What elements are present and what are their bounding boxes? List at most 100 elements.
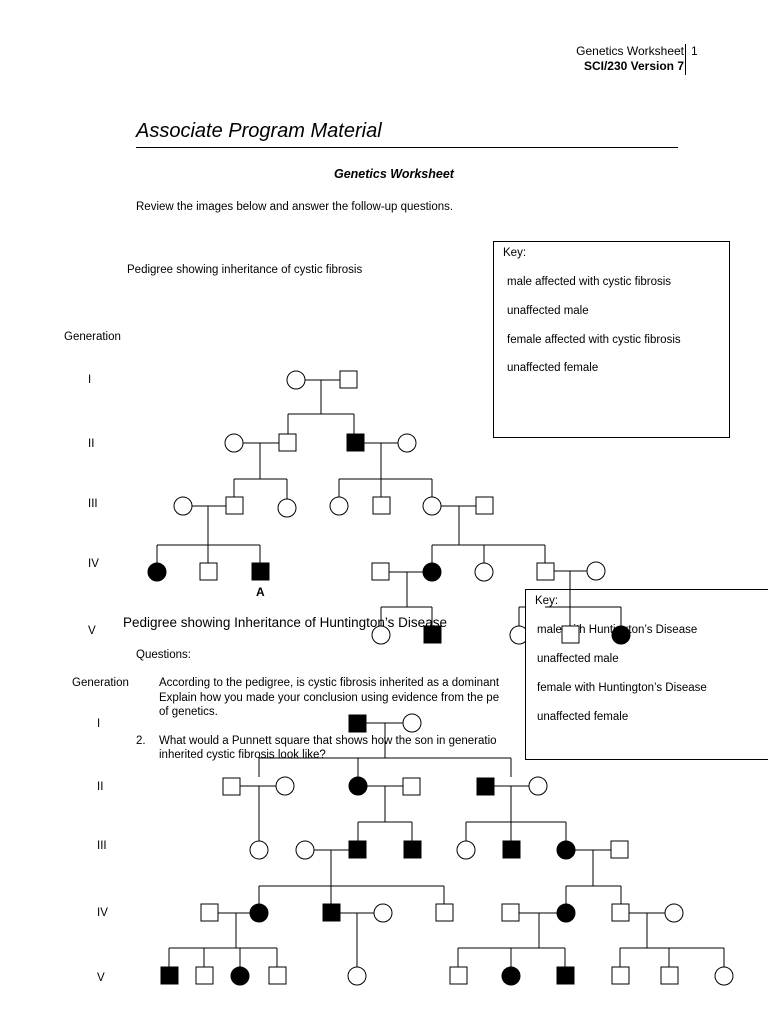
cf-gen-iii: III — [88, 498, 98, 510]
hd-gen-v: V — [97, 972, 105, 984]
cf-v-female-1 — [371, 625, 391, 645]
hd-v-male-5 — [660, 966, 679, 985]
hd-key-title: Key: — [535, 595, 559, 607]
hd-iv-female-affected-1 — [249, 903, 269, 923]
hd-iv-male-1 — [200, 903, 219, 922]
hd-iii-male-1 — [610, 840, 629, 859]
cf-ii-male-1 — [278, 433, 297, 452]
cf-iv-male-3 — [536, 562, 555, 581]
question-1-line-2: Explain how you made your conclusion usi… — [159, 692, 500, 704]
question-2-number: 2. — [136, 735, 146, 747]
cf-gen-i: I — [88, 374, 92, 386]
cf-generation-label: Generation — [64, 331, 121, 343]
cf-v-female-affected-overlap — [611, 625, 631, 645]
hd-iv-male-2 — [435, 903, 454, 922]
hd-v-male-4 — [611, 966, 630, 985]
title-rule — [136, 147, 678, 148]
hd-gen-i: I — [97, 718, 101, 730]
cf-marker-a: A — [256, 585, 265, 599]
hd-v-female-2 — [714, 966, 734, 986]
question-2-line-1: What would a Punnett square that shows h… — [159, 735, 497, 747]
cf-ii-female-2 — [397, 433, 417, 453]
hd-i-female — [402, 713, 422, 733]
hd-ii-male-2 — [402, 777, 421, 796]
hd-ii-male-affected — [476, 777, 495, 796]
hd-ii-female-affected — [348, 776, 368, 796]
hd-caption: Pedigree showing Inheritance of Huntingt… — [123, 615, 447, 630]
cf-iv-male-1 — [199, 562, 218, 581]
questions-heading: Questions: — [136, 649, 191, 661]
cf-iii-female-4 — [422, 496, 442, 516]
cf-gen-iv: IV — [88, 558, 99, 570]
hd-iv-female-affected-2 — [556, 903, 576, 923]
cf-iii-male-2 — [372, 496, 391, 515]
hd-ii-male-1 — [222, 777, 241, 796]
hd-iii-male-affected-3 — [502, 840, 521, 859]
hd-iv-female-2 — [664, 903, 684, 923]
cf-key-affected-female: female affected with cystic fibrosis — [507, 334, 681, 346]
hd-key-unaffected-male: unaffected male — [537, 653, 619, 665]
cf-iv-female-affected-2 — [422, 562, 442, 582]
hd-v-male-3 — [449, 966, 468, 985]
hd-iii-female-3 — [456, 840, 476, 860]
hd-gen-iii: III — [97, 840, 107, 852]
cf-gen-v: V — [88, 625, 96, 637]
document-title: Associate Program Material — [136, 120, 382, 142]
hd-ii-female-2 — [528, 776, 548, 796]
hd-iii-female-1 — [249, 840, 269, 860]
cf-v-male-affected — [423, 625, 442, 644]
hd-v-male-2 — [268, 966, 287, 985]
hd-iii-female-2 — [295, 840, 315, 860]
cf-key-affected-male: male affected with cystic fibrosis — [507, 276, 672, 288]
cf-i-male — [339, 370, 358, 389]
hd-gen-ii: II — [97, 781, 104, 793]
cf-iii-female-3 — [329, 496, 349, 516]
hd-iv-male-3 — [501, 903, 520, 922]
hd-iii-female-affected — [556, 840, 576, 860]
header-divider — [685, 44, 686, 75]
cf-i-female — [286, 370, 306, 390]
hd-key-unaffected-female: unaffected female — [537, 711, 629, 723]
cf-key-box: Key: male affected with cystic fibrosis … — [493, 241, 730, 438]
question-1-line-3: of genetics. — [159, 706, 218, 718]
hd-v-male-affected-2 — [556, 966, 575, 985]
hd-iv-female-1 — [373, 903, 393, 923]
worksheet-title: Genetics Worksheet — [334, 167, 454, 181]
header-page-number: 1 — [691, 44, 698, 58]
cf-key-unaffected-male: unaffected male — [507, 305, 589, 317]
hd-iv-male-affected — [322, 903, 341, 922]
cf-iv-male-2 — [371, 562, 390, 581]
cf-pedigree — [147, 370, 622, 645]
cf-ii-male-affected — [346, 433, 365, 452]
hd-v-female-1 — [347, 966, 367, 986]
hd-generation-label: Generation — [72, 677, 129, 689]
cf-v-male-overlap — [561, 625, 580, 644]
intro-text: Review the images below and answer the f… — [136, 201, 454, 213]
cf-iii-female-1 — [173, 496, 193, 516]
cf-iii-male-3 — [475, 496, 494, 515]
hd-v-male-1 — [195, 966, 214, 985]
hd-key-affected-female: female with Huntington’s Disease — [537, 682, 707, 694]
cf-iv-female-2 — [586, 561, 606, 581]
hd-ii-female-1 — [275, 776, 295, 796]
hd-gen-iv: IV — [97, 907, 108, 919]
cf-iv-female-1 — [474, 562, 494, 582]
cf-key-unaffected-female: unaffected female — [507, 362, 599, 374]
hd-v-female-affected-2 — [501, 966, 521, 986]
hd-iii-male-affected-1 — [348, 840, 367, 859]
cf-iii-male-1 — [225, 496, 244, 515]
cf-iv-female-affected-1 — [147, 562, 167, 582]
cf-iii-female-2 — [277, 498, 297, 518]
cf-caption: Pedigree showing inheritance of cystic f… — [127, 264, 363, 276]
question-1-line-1: According to the pedigree, is cystic fib… — [159, 677, 500, 689]
hd-iv-male-4 — [611, 903, 630, 922]
hd-i-male-affected — [348, 714, 367, 733]
header-course: SCI/230 Version 7 — [583, 59, 684, 73]
hd-iii-male-affected-2 — [403, 840, 422, 859]
cf-gen-ii: II — [88, 438, 95, 450]
hd-v-female-affected-1 — [230, 966, 250, 986]
header-running-title: Genetics Worksheet — [576, 44, 684, 58]
